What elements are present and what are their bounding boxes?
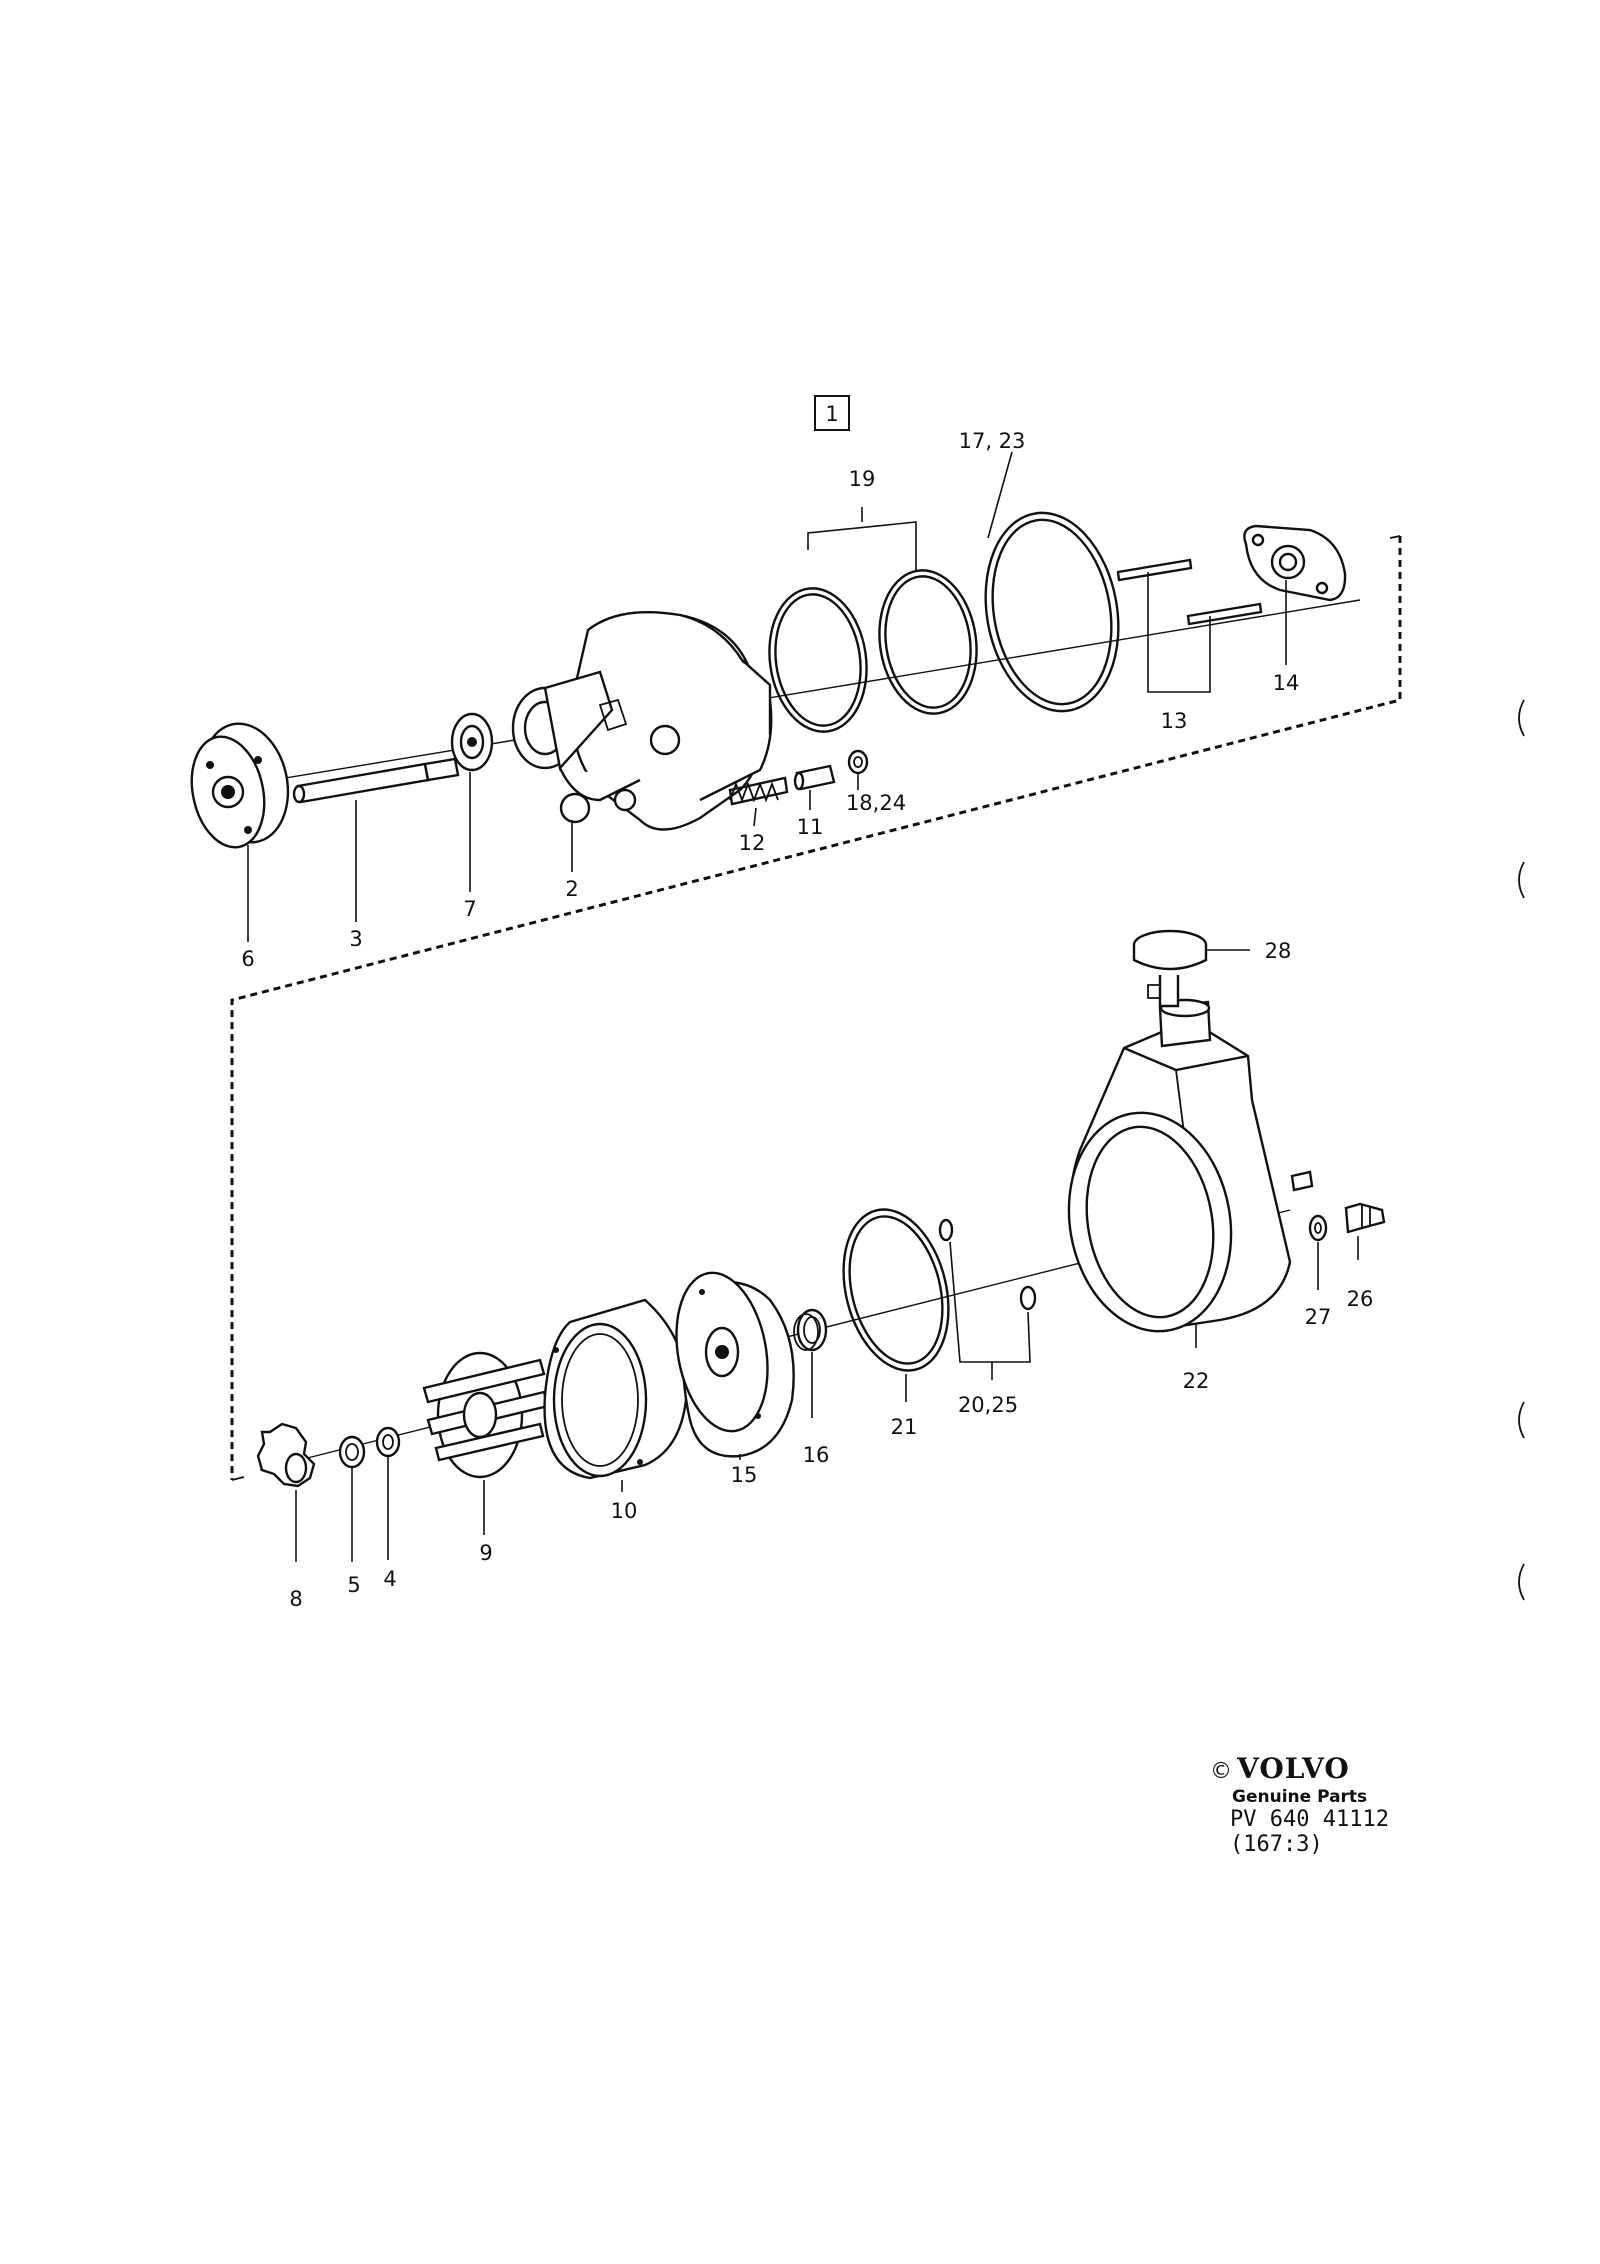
part-15-pressure-plate	[675, 1271, 795, 1458]
label-part-13: 13	[1161, 709, 1188, 733]
part-27-washer	[1308, 1214, 1328, 1242]
part-21-snap-ring	[842, 1208, 950, 1372]
part-13-pins	[1116, 558, 1263, 626]
label-part-12: 12	[739, 831, 766, 855]
upper-assembly: 6 3 7 2 12 11 18,24 19 17, 23 13 14	[190, 429, 1361, 971]
part-8-gear	[256, 1422, 316, 1488]
part-19-o-rings	[768, 569, 978, 733]
part-2-pump-housing	[511, 610, 773, 831]
part-16-spring	[793, 1308, 828, 1352]
label-part-5: 5	[347, 1573, 360, 1597]
label-part-11: 11	[797, 815, 824, 839]
part-6-flange	[190, 722, 290, 849]
label-part-9: 9	[479, 1541, 492, 1565]
part-22-reservoir	[1067, 998, 1314, 1333]
part-26-fitting	[1344, 1202, 1386, 1234]
part-28-cap	[1132, 929, 1208, 1008]
label-part-8: 8	[289, 1587, 302, 1611]
label-part-27: 27	[1305, 1305, 1332, 1329]
label-part-6: 6	[241, 947, 254, 971]
part-code: PV 640 41112	[1230, 1807, 1389, 1832]
lower-leaders	[295, 949, 1359, 1562]
volvo-footer: © VOLVO Genuine Parts PV 640 41112 (167:…	[1210, 1752, 1410, 1857]
genuine-parts-label: Genuine Parts	[1232, 1787, 1368, 1807]
label-part-20-25: 20,25	[958, 1393, 1018, 1417]
reference-code: (167:3)	[1230, 1832, 1323, 1857]
label-part-15: 15	[731, 1463, 758, 1487]
label-part-26: 26	[1347, 1287, 1374, 1311]
part-9-impeller	[422, 1351, 550, 1479]
label-part-3: 3	[349, 927, 362, 951]
copyright-symbol: ©	[1210, 1759, 1232, 1784]
part-17-23-large-o-ring	[984, 511, 1120, 713]
label-part-10: 10	[611, 1499, 638, 1523]
label-part-4: 4	[383, 1567, 396, 1591]
section-number-box: 1	[814, 395, 850, 431]
upper-leaders	[247, 451, 1287, 942]
label-part-21: 21	[891, 1415, 918, 1439]
part-14-flange-plate	[1243, 524, 1347, 602]
label-part-17-23: 17, 23	[959, 429, 1026, 453]
part-12-spring	[728, 776, 789, 806]
label-part-18-24: 18,24	[846, 791, 906, 815]
label-part-2: 2	[565, 877, 578, 901]
part-7-bearing	[450, 712, 494, 772]
upper-center-axis	[194, 599, 1361, 794]
part-3-shaft	[292, 757, 460, 804]
part-5-washer	[338, 1435, 366, 1469]
label-part-7: 7	[463, 897, 476, 921]
volvo-logo: VOLVO	[1237, 1752, 1350, 1785]
label-part-22: 22	[1183, 1369, 1210, 1393]
part-4-washer	[375, 1426, 401, 1458]
part-18-24-washer	[847, 749, 869, 775]
lower-assembly: 8 5 4 9 10 15 16 21 20,25 22 27 26 28	[256, 929, 1386, 1611]
part-20-25-seals	[938, 1218, 1037, 1311]
section-number: 1	[825, 402, 838, 426]
label-part-28: 28	[1265, 939, 1292, 963]
label-part-19: 19	[849, 467, 876, 491]
assembly-boundary	[230, 535, 1402, 1481]
part-10-cam-ring	[543, 1298, 688, 1480]
part-11-valve	[793, 764, 836, 791]
margin-marks	[1518, 699, 1525, 1601]
label-part-16: 16	[803, 1443, 830, 1467]
label-part-14: 14	[1273, 671, 1300, 695]
